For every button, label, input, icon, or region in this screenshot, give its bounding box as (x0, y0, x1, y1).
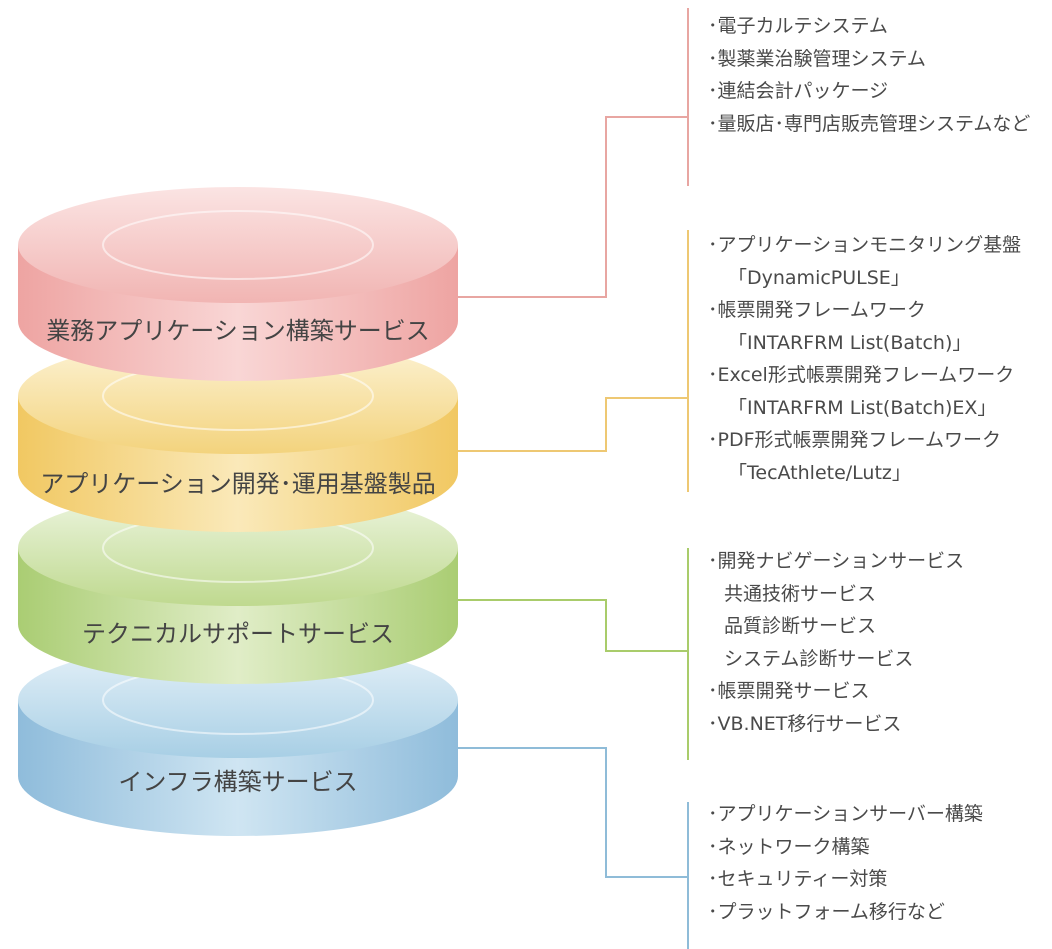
list-item: ･電子カルテシステム (708, 15, 888, 37)
connector-technical (455, 548, 689, 760)
list-item: ･プラットフォーム移行など (708, 900, 945, 923)
list-item: ･開発ナビゲーションサービス (708, 550, 965, 572)
group-business-list: ･電子カルテシステム ･製薬業治験管理システム ･連結会計パッケージ ･量販店･… (708, 10, 1030, 140)
layer-label-infra: インフラ構築サービス (118, 768, 357, 796)
layer-label-business: 業務アプリケーション構築サービス (46, 317, 430, 345)
list-item-product-name: 「INTARFRM List(Batch)EX」 (728, 396, 997, 419)
list-item: ･セキュリティー対策 (708, 868, 888, 890)
connector-business (455, 8, 689, 298)
list-item: ･量販店･専門店販売管理システムなど (708, 112, 1031, 135)
list-item: ･連結会計パッケージ (708, 80, 889, 102)
layer-label-technical: テクニカルサポートサービス (82, 620, 394, 648)
list-item: ･PDF形式帳票開発フレームワーク (708, 429, 1001, 451)
list-item: ･Excel形式帳票開発フレームワーク (708, 364, 1015, 386)
list-item: ･VB.NET移行サービス (708, 712, 902, 735)
layer-disc-business: 業務アプリケーション構築サービス (18, 187, 458, 381)
list-item: ･帳票開発サービス (708, 680, 870, 702)
group-platform-list: ･アプリケーションモニタリング基盤 「DynamicPULSE」 ･帳票開発フレ… (708, 229, 1021, 489)
list-item-sub: 品質診断サービス (724, 615, 877, 637)
connector-infra (455, 747, 689, 949)
list-item: ･製薬業治験管理システム (708, 47, 926, 70)
list-item: ･ネットワーク構築 (708, 835, 870, 858)
list-item-sub: 共通技術サービス (724, 582, 877, 605)
group-infra-list: ･アプリケーションサーバー構築 ･ネットワーク構築 ･セキュリティー対策 ･プラ… (708, 798, 983, 928)
list-item-product-name: 「TecAthlete/Lutz」 (728, 461, 911, 484)
list-item: ･帳票開発フレームワーク (708, 299, 926, 321)
layer-disc-platform: アプリケーション開発･運用基盤製品 (18, 338, 458, 532)
list-item: ･アプリケーションサーバー構築 (708, 803, 983, 825)
list-item-product-name: 「INTARFRM List(Batch)」 (728, 331, 972, 354)
list-item: ･アプリケーションモニタリング基盤 (708, 234, 1022, 256)
group-technical-list: ･開発ナビゲーションサービス 共通技術サービス 品質診断サービス システム診断サ… (708, 545, 964, 740)
list-item-product-name: 「DynamicPULSE」 (728, 266, 910, 289)
list-item-sub: システム診断サービス (724, 647, 914, 670)
layer-label-platform: アプリケーション開発･運用基盤製品 (40, 470, 436, 498)
connector-platform (455, 230, 689, 492)
